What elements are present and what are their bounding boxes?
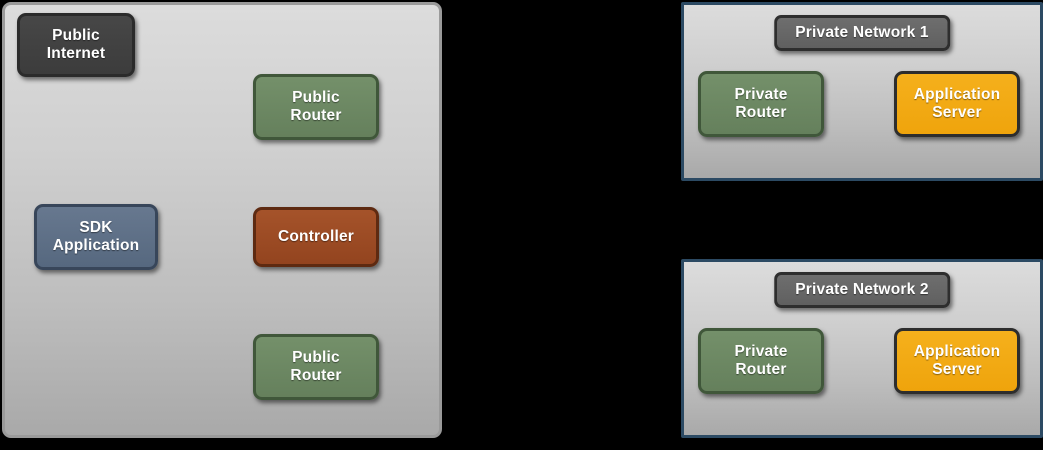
node-public-router-top-label: Public Router — [290, 88, 342, 124]
node-private-router-2-label: Private Router — [734, 342, 788, 378]
node-private-router-1[interactable]: Private Router — [698, 71, 824, 137]
private-network-2-title: Private Network 2 — [774, 272, 950, 308]
node-public-router-bottom[interactable]: Public Router — [253, 334, 379, 400]
node-controller-label: Controller — [277, 227, 355, 245]
public-network-panel: Public Internet Public Router SDK Applic… — [2, 2, 442, 438]
node-public-internet-label: Public Internet — [46, 26, 106, 62]
private-network-2-panel: Private Network 2 Private Router Applica… — [681, 259, 1043, 438]
private-network-1-panel: Private Network 1 Private Router Applica… — [681, 2, 1043, 181]
node-private-router-1-label: Private Router — [734, 85, 788, 121]
node-sdk-application-label: SDK Application — [52, 218, 140, 254]
node-public-router-bottom-label: Public Router — [290, 348, 342, 384]
node-application-server-1[interactable]: Application Server — [894, 71, 1020, 137]
node-public-internet[interactable]: Public Internet — [17, 13, 135, 77]
private-network-1-title: Private Network 1 — [774, 15, 950, 51]
node-application-server-1-label: Application Server — [913, 85, 1001, 121]
node-controller[interactable]: Controller — [253, 207, 379, 267]
node-application-server-2[interactable]: Application Server — [894, 328, 1020, 394]
node-application-server-2-label: Application Server — [913, 342, 1001, 378]
node-public-router-top[interactable]: Public Router — [253, 74, 379, 140]
node-sdk-application[interactable]: SDK Application — [34, 204, 158, 270]
node-private-router-2[interactable]: Private Router — [698, 328, 824, 394]
